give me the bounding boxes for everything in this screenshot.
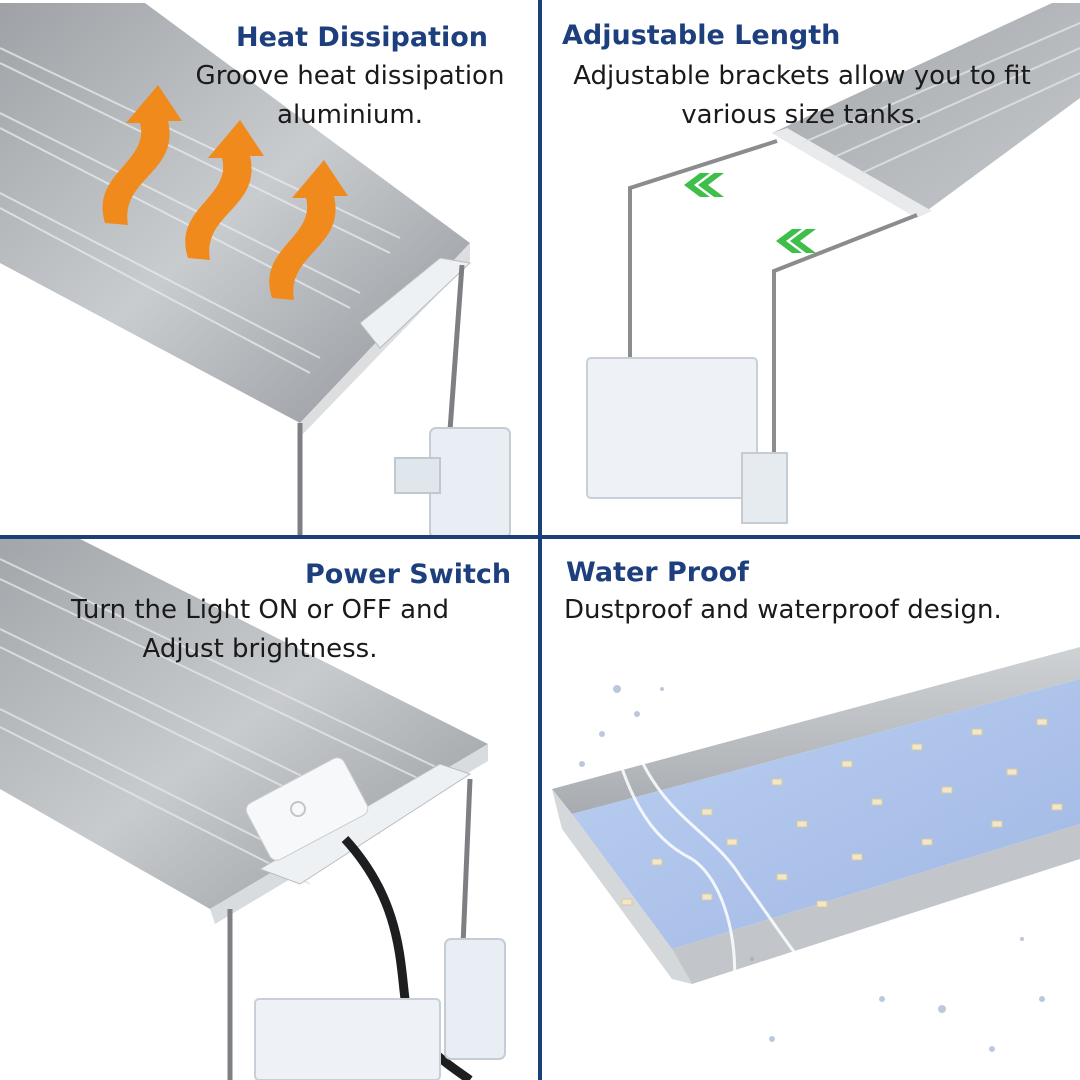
bracket-clip — [429, 427, 511, 535]
heat-arrow-icon — [102, 85, 182, 225]
aluminium-housing — [552, 647, 1080, 814]
panel-title: Water Proof — [566, 557, 749, 588]
led-panel — [572, 679, 1080, 949]
description-line: Dustproof and waterproof design. — [564, 595, 1002, 625]
panel-description: Dustproof and waterproof design. — [564, 591, 1002, 630]
vertical-divider — [538, 0, 542, 1080]
panel-description: Turn the Light ON or OFF and Adjust brig… — [40, 591, 480, 669]
water-splash — [600, 688, 1044, 1080]
description-line: Turn the Light ON or OFF and — [70, 595, 450, 625]
power-icon — [290, 801, 306, 817]
panel-title: Adjustable Length — [562, 20, 841, 51]
heat-arrow-icon — [185, 120, 264, 260]
panel-title: Heat Dissipation — [236, 22, 488, 53]
power-button[interactable] — [243, 755, 370, 863]
double-chevron-left-icon — [684, 173, 724, 197]
panel-description: Groove heat dissipation aluminium. — [185, 57, 515, 135]
description-line: Adjustable brackets allow you to fit — [573, 61, 1031, 91]
panel-adjustable-length: Adjustable Length Adjustable brackets al… — [542, 0, 1080, 535]
description-line: various size tanks. — [681, 100, 923, 130]
waterproof-illustration — [552, 647, 1080, 1080]
double-chevron-left-icon — [776, 229, 816, 253]
horizontal-divider — [0, 535, 1080, 539]
description-line: Groove heat dissipation — [195, 61, 505, 91]
power-switch-illustration — [0, 539, 506, 1080]
bracket-illustration — [586, 3, 1080, 524]
description-line: aluminium. — [277, 100, 423, 130]
panel-water-proof: Water Proof Dustproof and waterproof des… — [542, 539, 1080, 1080]
light-fixture-illustration — [0, 3, 511, 535]
panel-heat-dissipation: Heat Dissipation Groove heat dissipation… — [0, 0, 538, 535]
bracket-clip — [586, 357, 758, 499]
bracket-clip — [254, 998, 441, 1080]
panel-description: Adjustable brackets allow you to fit var… — [557, 57, 1047, 135]
heat-arrow-icon — [269, 160, 348, 300]
description-line: Adjust brightness. — [142, 634, 378, 664]
aluminium-housing — [0, 3, 470, 423]
panel-title: Power Switch — [305, 559, 512, 590]
aluminium-housing — [0, 539, 488, 909]
panel-power-switch: Power Switch Turn the Light ON or OFF an… — [0, 539, 538, 1080]
